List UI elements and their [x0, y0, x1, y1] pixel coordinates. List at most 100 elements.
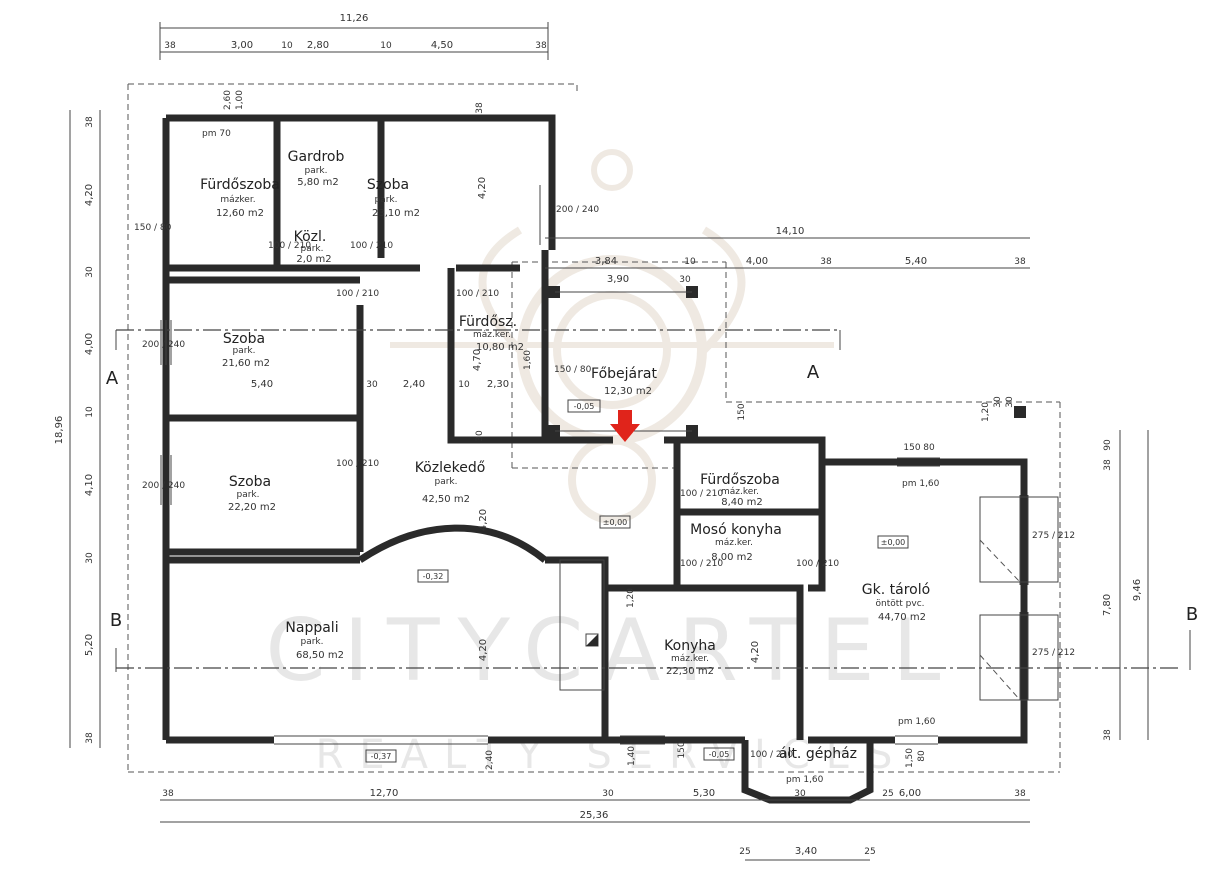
svg-text:4,70: 4,70 — [472, 349, 483, 371]
dim-top-chain: 10 — [281, 41, 293, 51]
svg-text:275 / 212: 275 / 212 — [1032, 531, 1075, 541]
dim-left-chain: 4,00 — [84, 333, 95, 355]
dim-top-chain: 38 — [164, 41, 176, 51]
svg-text:12,60 m2: 12,60 m2 — [216, 208, 264, 219]
svg-text:8,40 m2: 8,40 m2 — [721, 497, 763, 508]
dim-bottom-chain: 25 — [882, 789, 893, 799]
door-labels: 100 / 210 100 / 210 100 / 210 100 / 210 … — [134, 129, 1075, 785]
dim-left-chain: 30 — [85, 552, 95, 564]
dim-inner-chain: 30 — [679, 275, 691, 285]
svg-text:8,00 m2: 8,00 m2 — [711, 552, 753, 563]
svg-text:80: 80 — [917, 750, 927, 762]
svg-text:100 / 210: 100 / 210 — [268, 241, 311, 251]
walls — [162, 114, 1028, 804]
section-label-a-left: A — [106, 368, 119, 389]
room-szoba-3: Szoba park. 22,20 m2 — [228, 474, 276, 513]
svg-text:38: 38 — [475, 102, 485, 114]
dim-right-chain: 38 — [820, 257, 832, 267]
svg-text:10: 10 — [458, 380, 470, 390]
dim-left-chain: 38 — [85, 732, 95, 744]
svg-text:Mosó konyha: Mosó konyha — [690, 522, 782, 538]
dim-top-chain: 3,00 — [231, 40, 253, 51]
svg-text:mázker.: mázker. — [220, 195, 255, 205]
svg-text:4,20: 4,20 — [478, 639, 489, 661]
room-kozl: Közl. park. 2,0 m2 — [294, 229, 332, 265]
svg-text:Gardrob: Gardrob — [288, 149, 345, 165]
svg-text:150: 150 — [737, 403, 747, 420]
svg-text:200 / 240: 200 / 240 — [142, 340, 185, 350]
dim-left-chain: 4,20 — [84, 184, 95, 206]
dim-garage-chain: 38 — [1103, 459, 1113, 471]
room-gardrob: Gardrob park. 5,80 m2 — [288, 149, 345, 188]
dim-left-chain: 4,10 — [84, 474, 95, 496]
svg-text:±0,00: ±0,00 — [881, 538, 906, 547]
svg-text:44,70 m2: 44,70 m2 — [878, 612, 926, 623]
room-labels: Fürdőszoba mázker. 12,60 m2 Gardrob park… — [200, 149, 930, 762]
dim-left-total: 18,96 — [54, 416, 65, 445]
svg-text:máz.ker.: máz.ker. — [721, 487, 759, 497]
svg-text:2,60: 2,60 — [223, 90, 233, 110]
dim-left-chain: 10 — [85, 406, 95, 418]
svg-text:park.: park. — [434, 477, 457, 487]
misc-dimensions: 2,60 1,00 38 4,20 4,20 4,20 4,20 4,70 1,… — [223, 90, 1015, 770]
svg-text:30: 30 — [1005, 396, 1015, 408]
room-furdoszoba-1: Fürdőszoba mázker. 12,60 m2 — [200, 177, 280, 219]
section-label-b-left: B — [110, 610, 122, 631]
svg-text:Közlekedő: Közlekedő — [415, 460, 486, 476]
svg-text:ált. gépház: ált. gépház — [779, 746, 857, 762]
svg-text:10,80 m2: 10,80 m2 — [476, 342, 524, 353]
svg-text:±0,00: ±0,00 — [603, 518, 628, 527]
svg-text:park.: park. — [236, 490, 259, 500]
svg-text:42,50 m2: 42,50 m2 — [422, 494, 470, 505]
svg-text:2,40: 2,40 — [403, 379, 425, 390]
svg-text:máz.ker.: máz.ker. — [715, 538, 753, 548]
fireplace — [559, 559, 605, 691]
room-furdosz: Fürdősz. máz.ker. 10,80 m2 — [459, 314, 524, 353]
dim-bottom-chain: 38 — [1014, 789, 1026, 799]
dim-right-chain: 10 — [684, 257, 696, 267]
svg-text:-0,32: -0,32 — [423, 572, 444, 581]
svg-text:21,60 m2: 21,60 m2 — [222, 358, 270, 369]
svg-text:park.: park. — [304, 166, 327, 176]
svg-text:1,20: 1,20 — [981, 402, 991, 422]
svg-text:30: 30 — [993, 396, 1003, 408]
dim-right-chain: 3,84 — [595, 256, 617, 267]
windows — [160, 185, 1029, 745]
dim-bottom-total: 25,36 — [580, 810, 609, 821]
svg-text:100 / 210: 100 / 210 — [456, 289, 499, 299]
svg-text:150: 150 — [677, 741, 687, 758]
section-label-a-right: A — [807, 362, 820, 383]
svg-text:máz.ker.: máz.ker. — [671, 654, 709, 664]
column-post — [548, 425, 560, 437]
dim-garage-chain: 38 — [1103, 729, 1113, 741]
svg-text:park.: park. — [300, 244, 323, 254]
dim-bottom-small: 25 — [739, 847, 750, 857]
svg-text:1,00: 1,00 — [235, 90, 245, 110]
room-moso-konyha: Mosó konyha máz.ker. 8,00 m2 — [690, 522, 782, 563]
dim-garage-chain: 90 — [1103, 439, 1113, 451]
svg-text:12,30 m2: 12,30 m2 — [604, 386, 652, 397]
svg-text:Fürdősz.: Fürdősz. — [459, 314, 517, 330]
dim-inner-chain: 3,90 — [607, 274, 629, 285]
svg-text:5,40: 5,40 — [251, 379, 273, 390]
svg-text:Szoba: Szoba — [367, 177, 409, 193]
svg-text:2,30: 2,30 — [487, 379, 509, 390]
svg-text:Fürdőszoba: Fürdőszoba — [200, 177, 280, 193]
dim-top-chain: 10 — [380, 41, 392, 51]
entrance-arrow-icon — [610, 410, 640, 442]
level-markers: -0,05 ±0,00 -0,32 -0,37 -0,05 ±0,00 — [365, 399, 909, 763]
svg-text:100 / 210: 100 / 210 — [680, 559, 723, 569]
dim-right-total: 14,10 — [776, 226, 805, 237]
column-post — [1014, 406, 1026, 418]
svg-text:1,40: 1,40 — [627, 746, 637, 766]
room-kozlekedo: Közlekedő park. 42,50 m2 — [415, 460, 486, 505]
column-post — [548, 286, 560, 298]
svg-text:1,20: 1,20 — [626, 588, 636, 608]
dim-bottom-small: 25 — [864, 847, 875, 857]
svg-text:68,50 m2: 68,50 m2 — [296, 650, 344, 661]
dimension-lines — [69, 22, 1149, 861]
svg-text:5,80 m2: 5,80 m2 — [297, 177, 339, 188]
svg-text:Gk. tároló: Gk. tároló — [862, 582, 930, 598]
svg-text:100 / 210: 100 / 210 — [750, 750, 793, 760]
dim-top-total: 11,26 — [340, 13, 369, 24]
